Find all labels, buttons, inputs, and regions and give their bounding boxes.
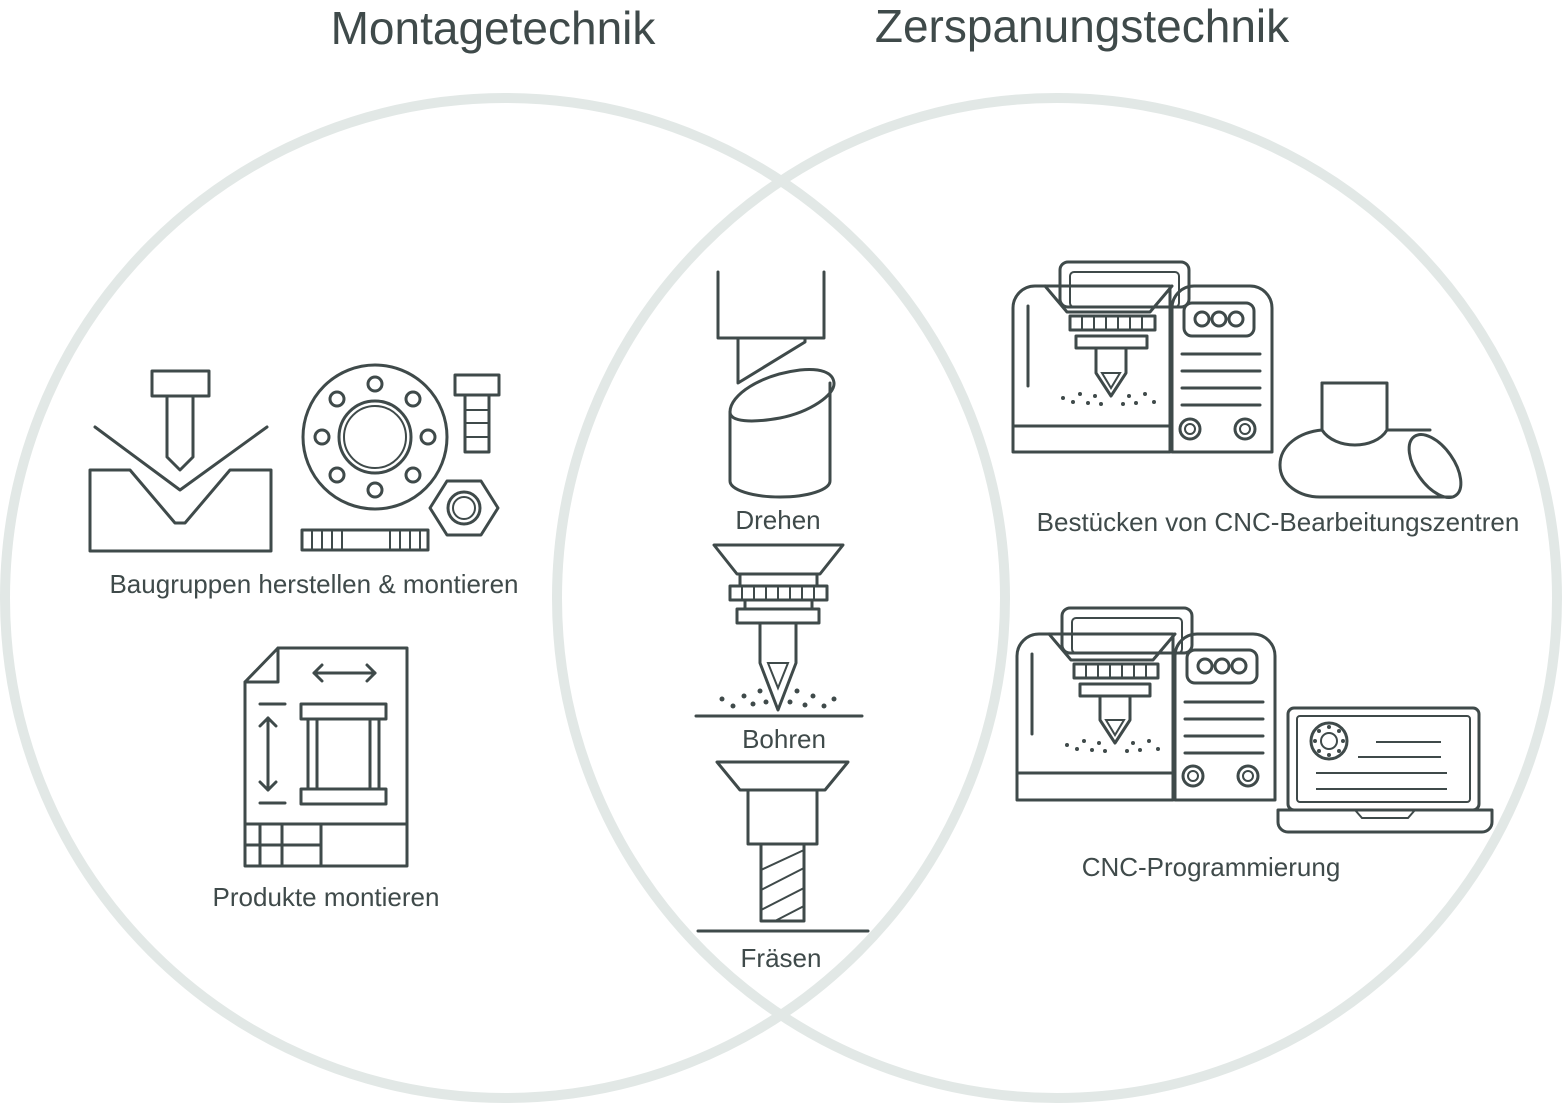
cnc-machine-icon: [1015, 606, 1277, 802]
threaded-rod-icon: [300, 528, 430, 552]
blueprint-icon: [243, 646, 409, 868]
pipe-tee-icon: [1278, 381, 1463, 499]
title-zerspanungstechnik: Zerspanungstechnik: [875, 0, 1290, 52]
press-brake-icon: [88, 369, 273, 553]
drill-chips: [719, 688, 837, 709]
nut-icon: [428, 479, 500, 537]
label-produkte: Produkte montieren: [213, 882, 440, 912]
drill-icon: [694, 543, 864, 718]
label-bestuecken: Bestücken von CNC-Bearbeitungszentren: [1037, 507, 1520, 537]
bolt-icon: [453, 373, 501, 454]
label-baugruppen: Baugruppen herstellen & montieren: [109, 569, 518, 599]
label-cnc-programmierung: CNC-Programmierung: [1082, 852, 1341, 882]
turning-tool-icon: [716, 270, 836, 499]
label-fraesen: Fräsen: [741, 943, 822, 973]
circle-zerspanungstechnik: [552, 93, 1562, 1103]
flange-icon: [301, 363, 449, 511]
laptop-icon: [1276, 706, 1494, 834]
milling-cutter-icon: [696, 760, 870, 933]
cnc-machine-icon: [1011, 260, 1274, 454]
label-bohren: Bohren: [742, 724, 826, 754]
label-drehen: Drehen: [735, 505, 820, 535]
title-montagetechnik: Montagetechnik: [331, 2, 657, 54]
circle-montagetechnik: [0, 93, 1010, 1103]
